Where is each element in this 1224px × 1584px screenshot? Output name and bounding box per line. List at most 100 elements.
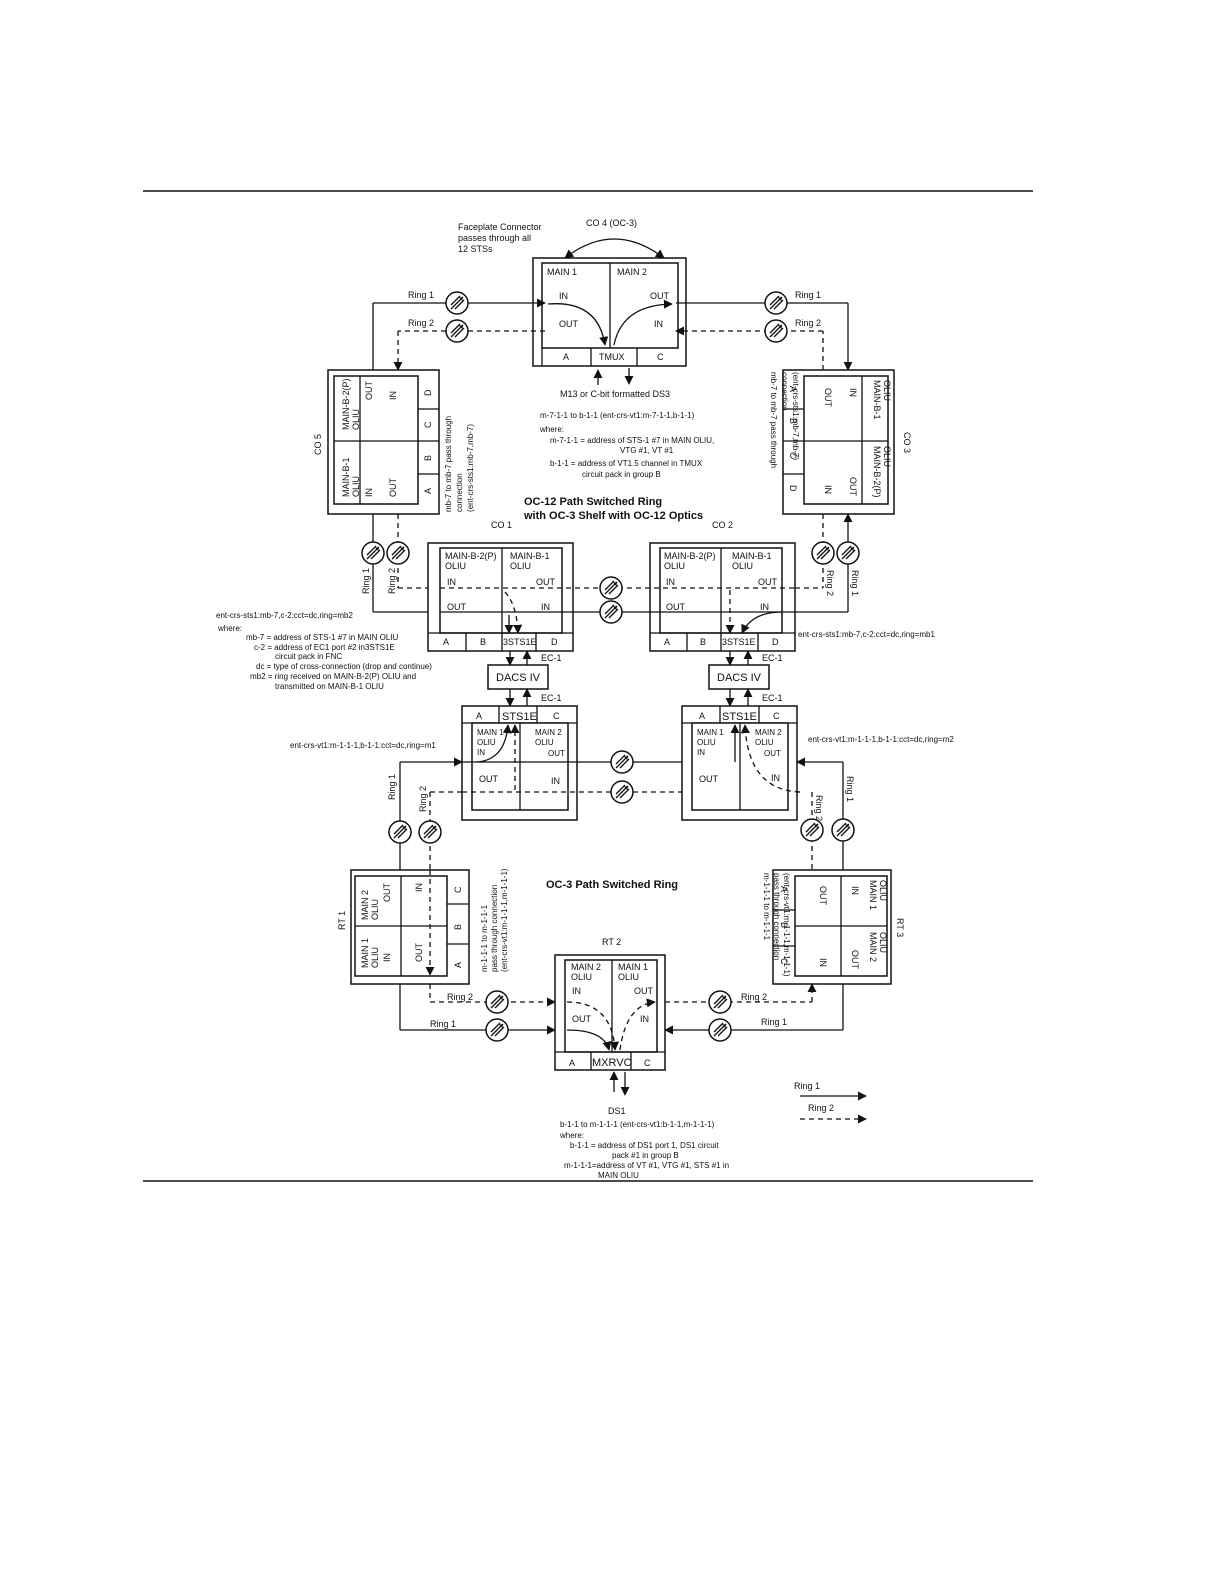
svg-text:OLIU: OLIU	[510, 561, 531, 571]
co5-note-1: mb-7 to mb-7 pass through	[444, 416, 453, 512]
rt1-title: RT 1	[337, 911, 347, 930]
co3-in: IN	[848, 388, 858, 397]
svg-text:OLIU: OLIU	[732, 561, 753, 571]
ring-label: Ring 1	[761, 1017, 787, 1027]
co4-xc-3: m-7-1-1 = address of STS-1 #7 in MAIN OL…	[550, 436, 714, 445]
co5-slot-c: C	[423, 421, 433, 428]
svg-text:MAIN 1: MAIN 1	[477, 728, 504, 737]
oc3r-in: IN	[771, 773, 780, 783]
co1-where-7: transmitted on MAIN-B-1 OLIU	[275, 682, 384, 691]
rt1-out-b: OUT	[414, 943, 424, 963]
svg-text:OLIU: OLIU	[535, 738, 554, 747]
co3-slot-d: D	[788, 485, 798, 492]
co5-slot-a: A	[423, 488, 433, 494]
rt2-node: RT 2 MAIN 2 OLIU MAIN 1 OLIU IN OUT OUT …	[554, 937, 729, 1180]
co2-out-r: OUT	[758, 577, 778, 587]
co3-slot-b: B	[788, 418, 798, 424]
regenerator-icon	[708, 1018, 732, 1042]
regenerator-icon	[386, 541, 410, 565]
co1-in-r: IN	[541, 602, 550, 612]
rt2-title: RT 2	[602, 937, 621, 947]
ring-label: Ring 2	[408, 318, 434, 328]
rt2-xc-2: where:	[559, 1131, 584, 1140]
regenerator-icon	[445, 319, 469, 343]
ring-label: Ring 1	[430, 1019, 456, 1029]
svg-text:MAIN 2: MAIN 2	[535, 728, 562, 737]
legend-ring2-label: Ring 2	[808, 1103, 834, 1113]
ring-label: Ring 2	[825, 570, 835, 596]
svg-text:MAIN 1: MAIN 1	[697, 728, 724, 737]
rt2-xc-5: m-1-1-1=address of VT #1, VTG #1, STS #1…	[564, 1161, 729, 1170]
ec1-label: EC-1	[762, 693, 783, 703]
faceplate-note-1: Faceplate Connector	[458, 222, 542, 232]
oc12-title-2: with OC-3 Shelf with OC-12 Optics	[523, 510, 703, 522]
co4-out2: OUT	[650, 291, 670, 301]
co5-out: OUT	[364, 381, 374, 401]
dacs-right	[708, 664, 770, 690]
rt3-in: IN	[850, 886, 860, 895]
svg-text:OLIU: OLIU	[697, 738, 716, 747]
co3-title: CO 3	[902, 432, 912, 453]
regenerator-icon	[764, 319, 788, 343]
right-vt-cmd: ent-crs-vt1:m-1-1-1,b-1-1:cct=dc,ring=m2	[808, 735, 954, 744]
dacs-right-label: DACS IV	[717, 672, 762, 684]
co4-main1: MAIN 1	[547, 267, 577, 277]
co4-node: Faceplate Connector passes through all 1…	[458, 218, 714, 479]
svg-text:IN: IN	[697, 748, 705, 757]
co1-where-3: c-2 = address of EC1 port #2 in3STS1E	[254, 643, 395, 652]
co4-title: CO 4 (OC-3)	[586, 218, 637, 228]
svg-text:(ent-crs-sts1:mb-7,mb-7): (ent-crs-sts1:mb-7,mb-7)	[791, 372, 800, 460]
co2-in-r: IN	[760, 602, 769, 612]
regenerator-icon	[831, 818, 855, 842]
oc3r-slot-sts1e: STS1E	[722, 711, 757, 723]
oc3r-slot-a: A	[699, 711, 705, 721]
ring-label: Ring 1	[850, 570, 860, 596]
dacs-left-label: DACS IV	[496, 672, 541, 684]
oc3l-slot-sts1e: STS1E	[502, 711, 537, 723]
rt2-slot-a: A	[569, 1058, 575, 1068]
co3-in-b: IN	[823, 485, 833, 494]
svg-text:OLIU: OLIU	[618, 972, 639, 982]
regenerator-icon	[388, 820, 412, 844]
co2-in: IN	[666, 577, 675, 587]
svg-text:OLIU: OLIU	[477, 738, 496, 747]
svg-text:OLIU: OLIU	[571, 972, 592, 982]
co2-slot-3sts1e: 3STS1E	[722, 637, 756, 647]
svg-text:OLIU: OLIU	[351, 409, 361, 430]
ring-label: Ring 1	[408, 290, 434, 300]
ds1-label: DS1	[608, 1106, 626, 1116]
oc3r-slot-c: C	[773, 711, 780, 721]
co4-xc-5: b-1-1 = address of VT1.5 channel in TMUX	[550, 459, 703, 468]
svg-text:connection: connection	[455, 473, 464, 512]
co4-slot-tmux: TMUX	[599, 352, 625, 362]
oc12-title-1: OC-12 Path Switched Ring	[524, 496, 662, 508]
co1-out-r: OUT	[536, 577, 556, 587]
svg-text:MAIN 2: MAIN 2	[755, 728, 782, 737]
co1-where-2: mb-7 = address of STS-1 #7 in MAIN OLIU	[246, 633, 399, 642]
regenerator-icon	[811, 541, 835, 565]
rt3-slot-b: B	[779, 922, 789, 928]
ring-label: Ring 1	[845, 776, 855, 802]
dacs-left	[487, 664, 549, 690]
rt3-slot-c: C	[779, 958, 789, 965]
regenerator-icon	[836, 541, 860, 565]
co3-p-name: MAIN-B-2(P)	[872, 446, 882, 498]
co3-out-b: OUT	[848, 477, 858, 497]
oc3l-slot-a: A	[476, 711, 482, 721]
svg-text:OLIU: OLIU	[878, 880, 888, 901]
ring-label: Ring 2	[814, 795, 824, 821]
left-vt-cmd: ent-crs-vt1:m-1-1-1,b-1-1:cct=dc,ring=m1	[290, 741, 436, 750]
ring-label: Ring 2	[795, 318, 821, 328]
rt1-slot-b: B	[453, 924, 463, 930]
regenerator-icon	[764, 291, 788, 315]
rt2-xc-6: MAIN OLIU	[598, 1171, 639, 1180]
svg-text:(ent-crs-vt1:m-1-1-1,m-1-1-1): (ent-crs-vt1:m-1-1-1,m-1-1-1)	[782, 873, 791, 977]
rt2-out2: OUT	[572, 1014, 592, 1024]
svg-text:OUT: OUT	[548, 749, 565, 758]
co4-xc-4: VTG #1, VT #1	[620, 446, 674, 455]
svg-text:pass through connection: pass through connection	[490, 885, 499, 972]
rt2-m1: MAIN 1	[618, 962, 648, 972]
regenerator-icon	[800, 818, 824, 842]
svg-text:OLIU: OLIU	[370, 899, 380, 920]
